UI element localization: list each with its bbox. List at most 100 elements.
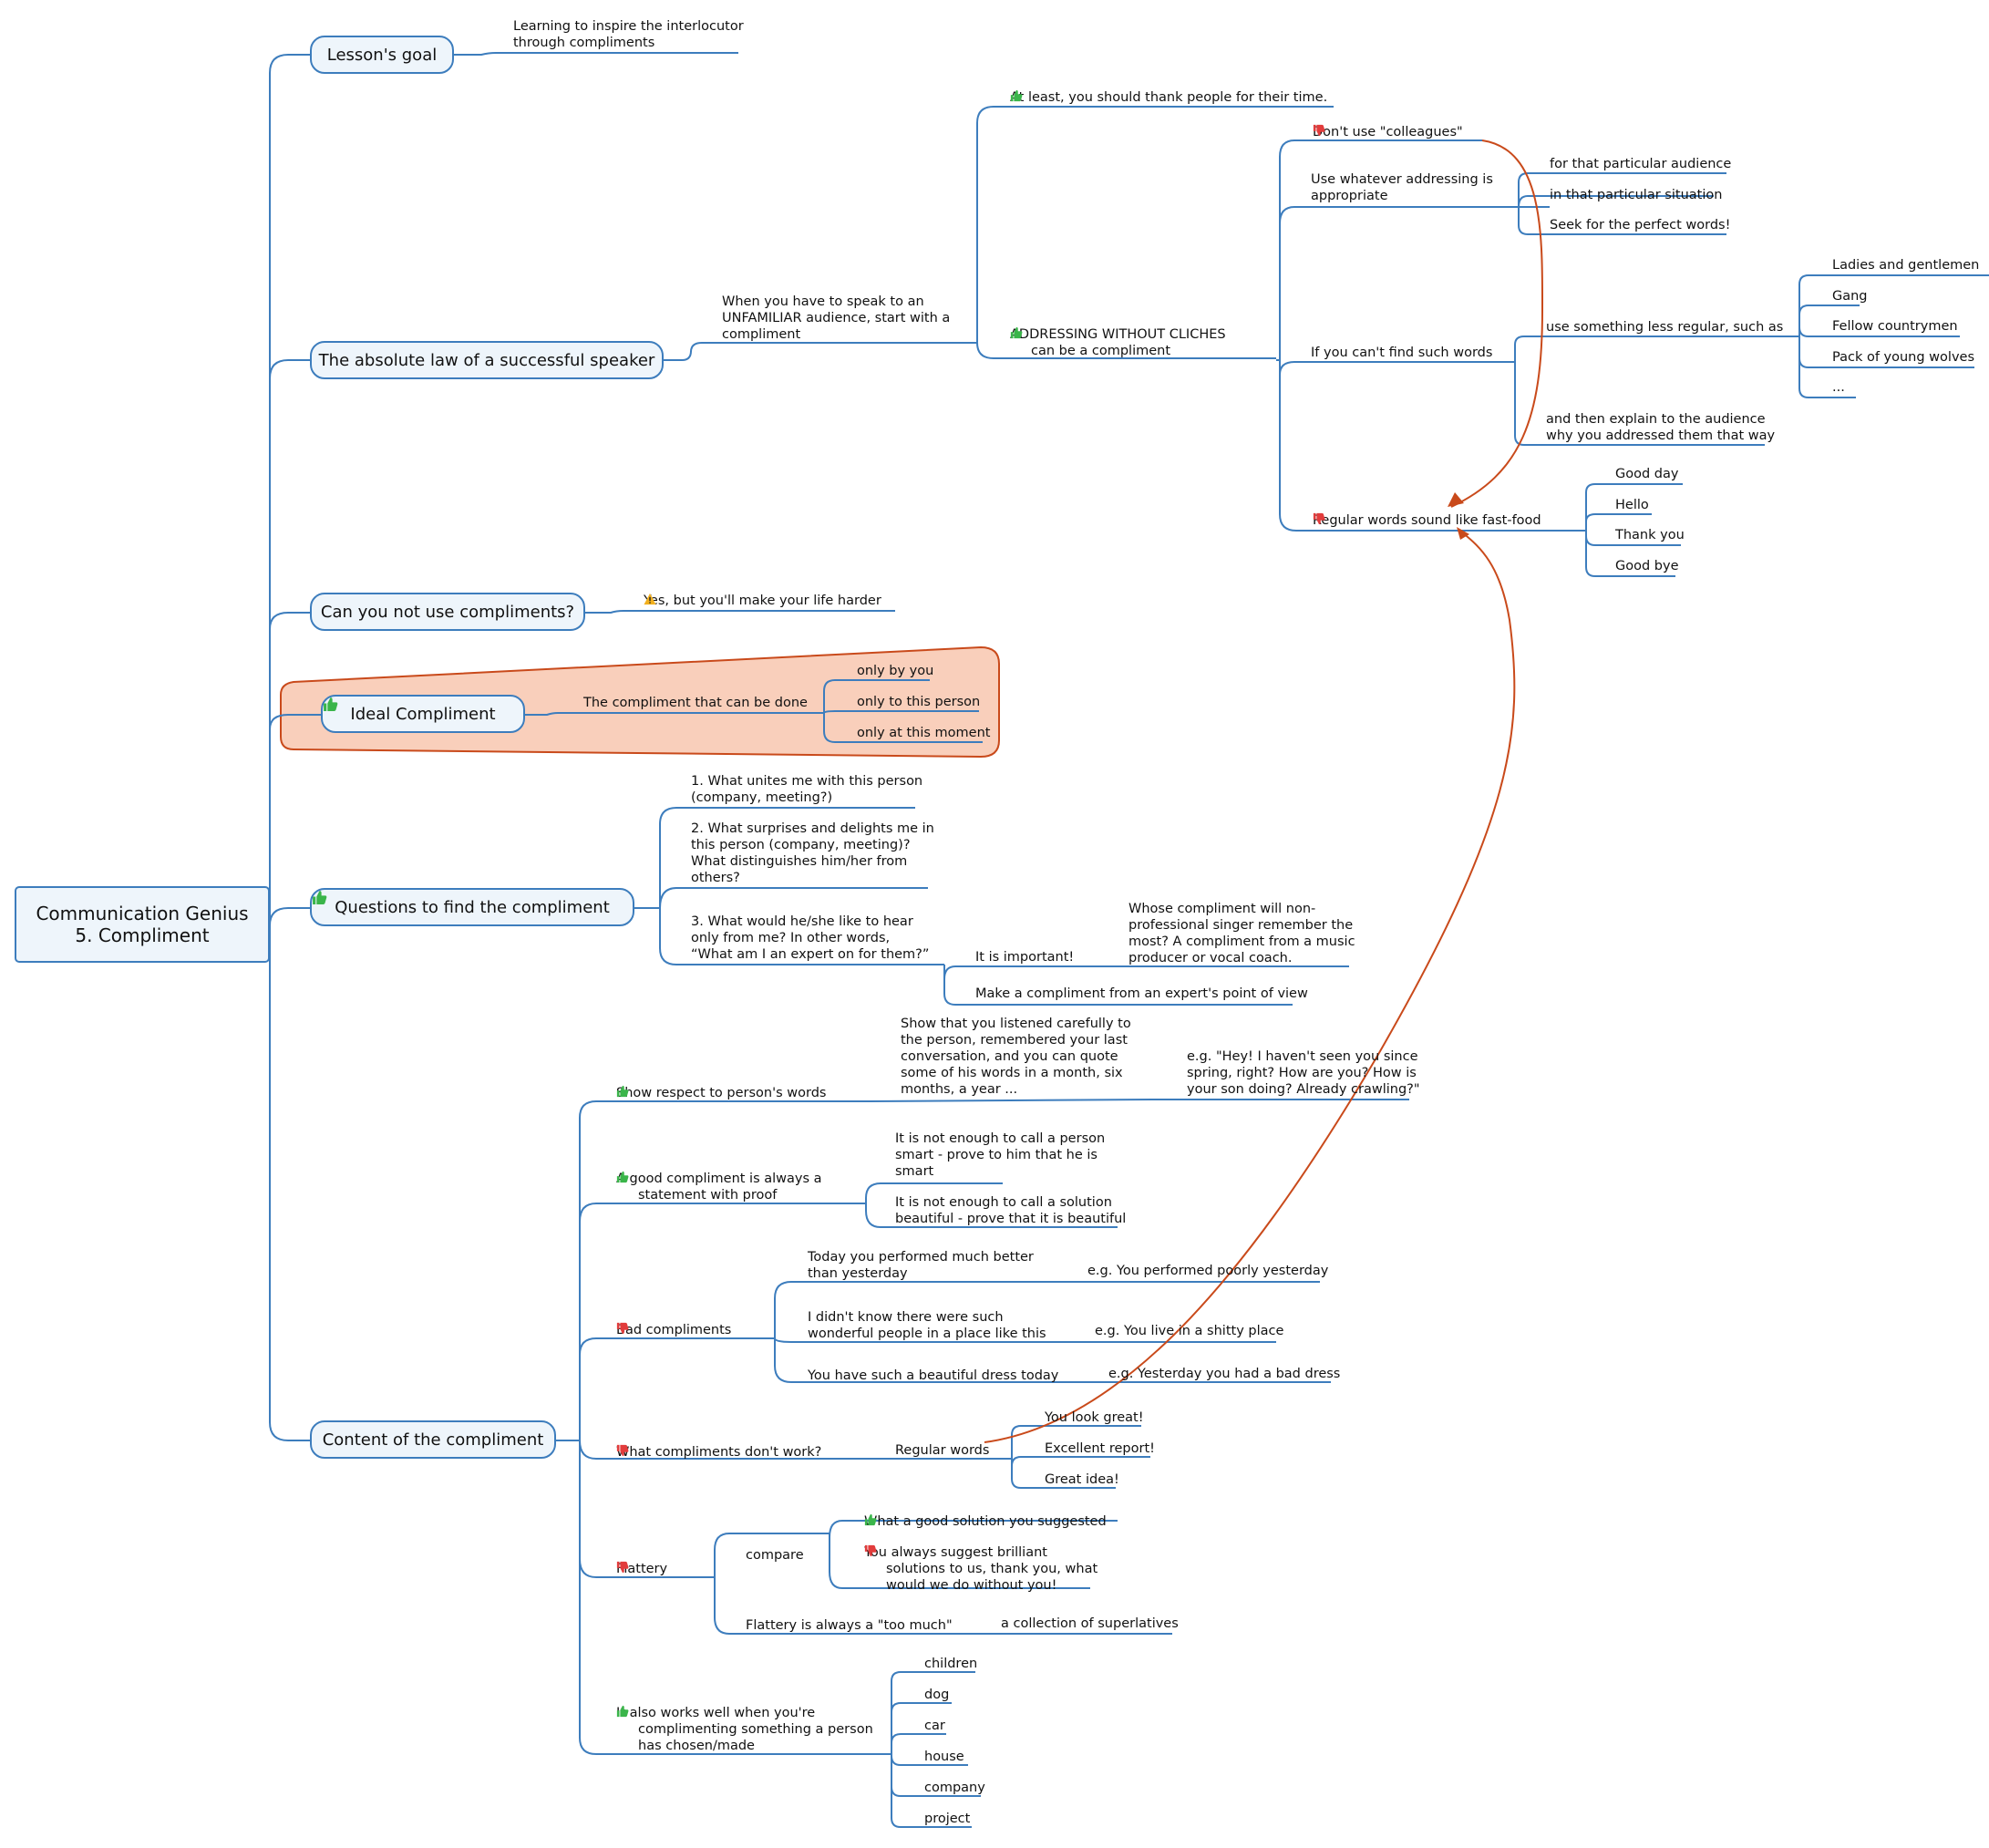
whose-line-3: most? A compliment from a music bbox=[1128, 934, 1355, 949]
regular-child: Great idea! bbox=[1045, 1472, 1119, 1487]
regular-word: Good day bbox=[1615, 467, 1679, 481]
unfamiliar-line-3: compliment bbox=[722, 327, 801, 342]
bad-today-2: than yesterday bbox=[808, 1266, 908, 1281]
brilliant-line-2: solutions to us, thank you, what bbox=[886, 1562, 1098, 1576]
less-regular-child: ... bbox=[1832, 380, 1845, 395]
respect-detail-3: conversation, and you can quote bbox=[901, 1049, 1118, 1064]
chosen-line-3: has chosen/made bbox=[638, 1739, 755, 1753]
regular-word: Good bye bbox=[1615, 559, 1679, 573]
chosen-child: dog bbox=[924, 1688, 950, 1702]
ideal-done: The compliment that can be done bbox=[583, 696, 808, 710]
regular-words: Regular words bbox=[895, 1443, 990, 1458]
respect-eg-1: e.g. "Hey! I haven't seen you since bbox=[1187, 1049, 1418, 1064]
thank-people: At least, you should thank people for th… bbox=[1010, 89, 1328, 105]
thumbs-down-icon bbox=[616, 1444, 629, 1457]
brilliant-line-1: You always suggest brilliant bbox=[864, 1544, 1047, 1560]
thumbs-up-icon bbox=[616, 1085, 629, 1098]
thumbs-down-icon bbox=[864, 1544, 877, 1557]
thumbs-up-icon bbox=[616, 1705, 629, 1718]
explain-line-2: why you addressed them that way bbox=[1546, 428, 1776, 443]
topic-lessons-goal[interactable]: Lesson's goal bbox=[310, 36, 454, 74]
addressing-line-1: ADDRESSING WITHOUT CLICHES bbox=[1010, 326, 1226, 342]
it-is-important: It is important! bbox=[975, 950, 1075, 965]
whose-line-1: Whose compliment will non- bbox=[1128, 902, 1316, 916]
thumbs-up-icon bbox=[313, 891, 327, 904]
proof-smart-3: smart bbox=[895, 1164, 934, 1179]
q2-line-1: 2. What surprises and delights me in bbox=[691, 821, 934, 836]
q1-line-1: 1. What unites me with this person bbox=[691, 774, 923, 789]
cannot-use-answer: Yes, but you'll make your life harder bbox=[644, 593, 881, 608]
topic-label: Content of the compliment bbox=[322, 1430, 544, 1450]
bad-today-eg: e.g. You performed poorly yesterday bbox=[1087, 1264, 1329, 1278]
whatever-child: in that particular situation bbox=[1550, 188, 1723, 202]
thumbs-up-icon bbox=[1010, 89, 1023, 102]
q3-line-3: “What am I an expert on for them?” bbox=[691, 947, 930, 962]
topic-questions[interactable]: Questions to find the compliment bbox=[310, 888, 634, 926]
bad-place-1: I didn't know there were such bbox=[808, 1310, 1004, 1325]
topic-absolute-law[interactable]: The absolute law of a successful speaker bbox=[310, 341, 664, 379]
proof-line-1: A good compliment is always a bbox=[616, 1171, 822, 1186]
regular-fastfood: Regular words sound like fast-food bbox=[1313, 512, 1541, 528]
bad-dress-eg: e.g. Yesterday you had a bad dress bbox=[1108, 1367, 1341, 1381]
flattery: Flattery bbox=[616, 1561, 668, 1576]
bad-place-eg: e.g. You live in a shitty place bbox=[1095, 1324, 1284, 1338]
lessons-goal-text-1: Learning to inspire the interlocutor bbox=[513, 19, 744, 34]
respect-detail-1: Show that you listened carefully to bbox=[901, 1017, 1131, 1031]
q3-line-2: only from me? In other words, bbox=[691, 931, 891, 945]
lessons-goal-text-2: through compliments bbox=[513, 36, 655, 50]
regular-child: Excellent report! bbox=[1045, 1441, 1155, 1456]
topic-label: The absolute law of a successful speaker bbox=[318, 350, 655, 370]
addressing-line-2: can be a compliment bbox=[1031, 344, 1171, 358]
topic-label: Can you not use compliments? bbox=[320, 602, 575, 622]
q1-line-2: (company, meeting?) bbox=[691, 790, 833, 805]
unfamiliar-line-2: UNFAMILIAR audience, start with a bbox=[722, 311, 951, 325]
compare: compare bbox=[746, 1548, 804, 1563]
respect-detail-5: months, a year ... bbox=[901, 1082, 1018, 1097]
superlatives: a collection of superlatives bbox=[1001, 1616, 1179, 1631]
bad-dress: You have such a beautiful dress today bbox=[808, 1368, 1059, 1383]
proof-beautiful-2: beautiful - prove that it is beautiful bbox=[895, 1212, 1127, 1226]
dont-use-colleagues: Don't use "colleagues" bbox=[1313, 124, 1463, 139]
topic-cannot-use[interactable]: Can you not use compliments? bbox=[310, 593, 585, 631]
thumbs-down-icon bbox=[616, 1561, 629, 1574]
regular-word: Hello bbox=[1615, 498, 1649, 512]
proof-line-2: statement with proof bbox=[638, 1188, 778, 1203]
chosen-line-1: It also works well when you're bbox=[616, 1705, 816, 1720]
topic-ideal-compliment[interactable]: Ideal Compliment bbox=[321, 695, 525, 733]
use-whatever-line-1: Use whatever addressing is bbox=[1311, 172, 1493, 187]
thumbs-up-icon bbox=[324, 697, 338, 711]
cant-find-words: If you can't find such words bbox=[1311, 346, 1493, 360]
less-regular-child: Pack of young wolves bbox=[1832, 350, 1975, 365]
unfamiliar-line-1: When you have to speak to an bbox=[722, 294, 924, 309]
too-much: Flattery is always a "too much" bbox=[746, 1618, 953, 1633]
warning-icon bbox=[644, 593, 656, 605]
bad-place-2: wonderful people in a place like this bbox=[808, 1327, 1046, 1341]
chosen-child: house bbox=[924, 1750, 964, 1764]
topic-content[interactable]: Content of the compliment bbox=[310, 1420, 556, 1459]
respect: Show respect to person's words bbox=[616, 1085, 827, 1100]
expert-point: Make a compliment from an expert's point… bbox=[975, 986, 1308, 1001]
whatever-child: for that particular audience bbox=[1550, 157, 1732, 171]
thumbs-up-icon bbox=[864, 1513, 877, 1526]
thumbs-up-icon bbox=[1010, 326, 1023, 339]
root-topic[interactable]: Communication Genius 5. Compliment bbox=[15, 886, 270, 963]
less-regular-child: Ladies and gentlemen bbox=[1832, 258, 1980, 273]
respect-eg-2: spring, right? How are you? How is bbox=[1187, 1066, 1417, 1080]
use-whatever-line-2: appropriate bbox=[1311, 189, 1388, 203]
proof-smart-1: It is not enough to call a person bbox=[895, 1131, 1106, 1146]
q2-line-4: others? bbox=[691, 871, 740, 885]
less-regular-child: Gang bbox=[1832, 289, 1868, 304]
ideal-child: only to this person bbox=[857, 695, 981, 709]
regular-child: You look great! bbox=[1045, 1410, 1144, 1425]
whose-line-2: professional singer remember the bbox=[1128, 918, 1354, 933]
thumbs-up-icon bbox=[616, 1171, 629, 1183]
q2-line-3: What distinguishes him/her from bbox=[691, 854, 908, 869]
whatever-child: Seek for the perfect words! bbox=[1550, 218, 1731, 232]
bad-compliments: Bad compliments bbox=[616, 1322, 732, 1337]
q3-line-1: 3. What would he/she like to hear bbox=[691, 914, 913, 929]
whose-line-4: producer or vocal coach. bbox=[1128, 951, 1293, 965]
explain-line-1: and then explain to the audience bbox=[1546, 412, 1766, 427]
q2-line-2: this person (company, meeting)? bbox=[691, 838, 911, 852]
respect-detail-4: some of his words in a month, six bbox=[901, 1066, 1123, 1080]
